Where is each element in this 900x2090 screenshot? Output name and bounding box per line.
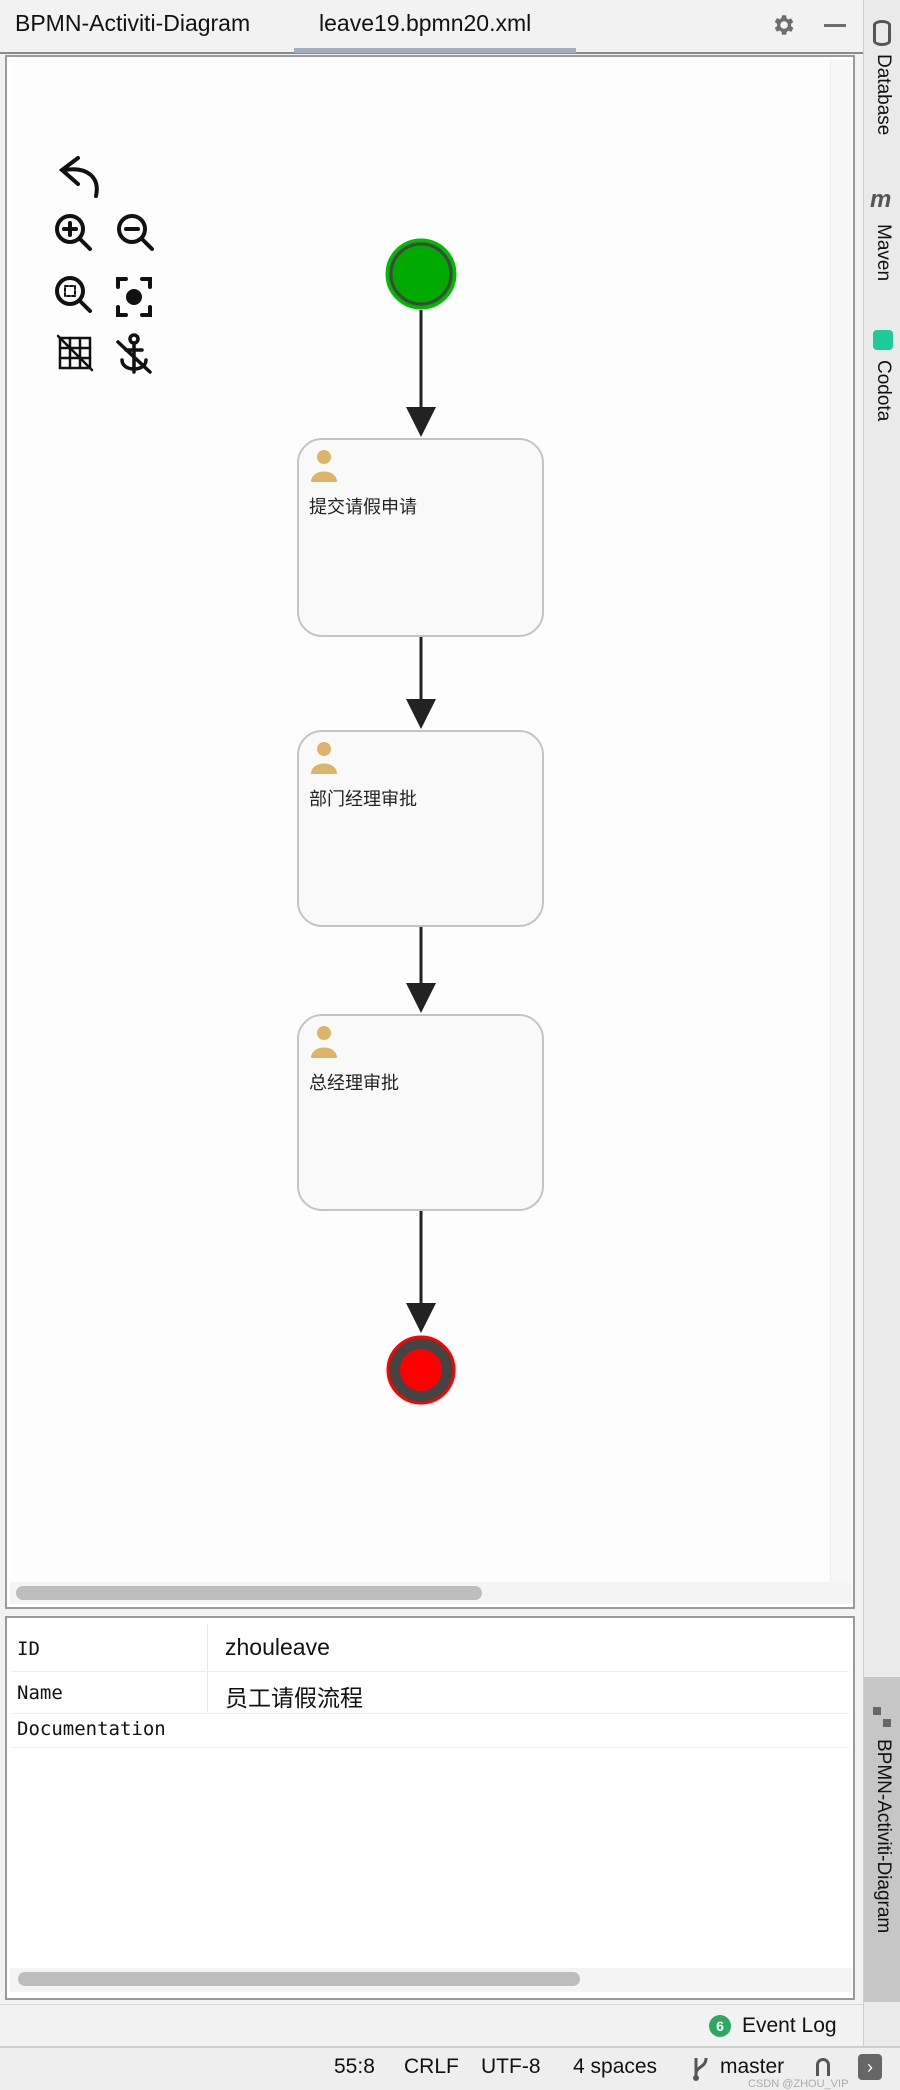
file-encoding[interactable]: UTF-8 bbox=[481, 2055, 541, 2078]
sidebar-item-codota[interactable]: Codota bbox=[873, 360, 894, 422]
property-row-name: Name 员工请假流程 bbox=[11, 1672, 849, 1714]
zoom-out-icon[interactable] bbox=[117, 214, 154, 251]
property-value-id[interactable]: zhouleave bbox=[225, 1634, 330, 1660]
minimize-icon[interactable] bbox=[824, 24, 846, 27]
git-branch-icon bbox=[693, 2057, 708, 2081]
property-value-name[interactable]: 员工请假流程 bbox=[225, 1685, 363, 1711]
tab-leave19-xml[interactable]: leave19.bpmn20.xml bbox=[319, 10, 532, 36]
end-event-core bbox=[400, 1349, 442, 1391]
maven-icon: m bbox=[870, 186, 892, 213]
user-icon bbox=[311, 450, 337, 482]
editor-tab-bar: BPMN-Activiti-Diagram leave19.bpmn20.xml bbox=[0, 0, 863, 54]
grid-off-icon[interactable] bbox=[56, 334, 94, 372]
center-icon[interactable] bbox=[116, 277, 152, 317]
properties-horizontal-scrollbar[interactable] bbox=[10, 1968, 852, 1992]
task-label: 部门经理审批 bbox=[309, 789, 417, 810]
terminal-icon[interactable]: › bbox=[858, 2054, 882, 2080]
vertical-scrollbar[interactable] bbox=[830, 60, 852, 1582]
database-icon bbox=[873, 20, 891, 46]
column-divider bbox=[207, 1624, 208, 1712]
diagram-canvas[interactable]: 提交请假申请 部门经理审批 总经理审批 bbox=[10, 60, 830, 1582]
line-ending[interactable]: CRLF bbox=[404, 2055, 459, 2078]
property-row-id: ID zhouleave bbox=[11, 1624, 849, 1672]
event-count-badge: 6 bbox=[709, 2015, 731, 2037]
scrollbar-thumb[interactable] bbox=[18, 1972, 580, 1986]
sidebar-item-bpmn-diagram[interactable]: BPMN-Activiti-Diagram bbox=[864, 1677, 900, 2002]
horizontal-scrollbar[interactable] bbox=[10, 1582, 852, 1604]
event-log-button[interactable]: Event Log bbox=[742, 2014, 837, 2037]
indent-setting[interactable]: 4 spaces bbox=[573, 2055, 658, 2078]
active-tab-indicator bbox=[294, 48, 576, 53]
tab-bpmn-activiti-diagram[interactable]: BPMN-Activiti-Diagram bbox=[15, 10, 251, 36]
zoom-fit-icon[interactable] bbox=[55, 276, 92, 313]
properties-panel: ID zhouleave Name 员工请假流程 Documentation bbox=[5, 1616, 855, 2000]
user-icon bbox=[311, 742, 337, 774]
property-key: ID bbox=[17, 1638, 40, 1660]
right-tool-strip: Database m Maven Codota BPMN-Activiti-Di… bbox=[863, 0, 900, 2090]
gear-icon[interactable] bbox=[770, 12, 796, 38]
watermark: CSDN @ZHOU_VIP bbox=[748, 2078, 849, 2090]
cursor-position[interactable]: 55:8 bbox=[334, 2055, 375, 2078]
diagram-icon bbox=[873, 1707, 893, 1729]
zoom-in-icon[interactable] bbox=[55, 214, 92, 251]
scrollbar-thumb[interactable] bbox=[16, 1586, 482, 1600]
user-task[interactable]: 部门经理审批 bbox=[297, 730, 544, 927]
bpmn-diagram: 提交请假申请 部门经理审批 总经理审批 bbox=[55, 156, 544, 1405]
user-task[interactable]: 总经理审批 bbox=[297, 1014, 544, 1211]
property-key: Documentation bbox=[17, 1718, 166, 1740]
user-task[interactable]: 提交请假申请 bbox=[297, 438, 544, 637]
event-log-bar: 6 Event Log bbox=[0, 2004, 863, 2046]
user-icon bbox=[311, 1026, 337, 1058]
start-event-ring bbox=[389, 242, 453, 306]
sidebar-item-bpmn-label: BPMN-Activiti-Diagram bbox=[873, 1739, 894, 1934]
diagram-panel: 提交请假申请 部门经理审批 总经理审批 bbox=[5, 55, 855, 1609]
sidebar-item-maven[interactable]: Maven bbox=[873, 224, 894, 282]
git-branch[interactable]: master bbox=[720, 2055, 785, 2078]
status-bar: 55:8 CRLF UTF-8 4 spaces master › CSDN @… bbox=[0, 2046, 900, 2090]
property-key: Name bbox=[17, 1682, 63, 1704]
anchor-icon[interactable] bbox=[116, 333, 152, 374]
undo-icon[interactable] bbox=[58, 156, 99, 198]
codota-icon bbox=[873, 330, 893, 350]
task-label: 总经理审批 bbox=[309, 1073, 399, 1094]
start-event[interactable] bbox=[385, 238, 457, 310]
task-label: 提交请假申请 bbox=[309, 497, 417, 518]
property-row-documentation: Documentation bbox=[11, 1714, 849, 1748]
lock-icon[interactable] bbox=[816, 2058, 830, 2076]
sidebar-item-database[interactable]: Database bbox=[873, 54, 894, 136]
property-value-documentation[interactable] bbox=[225, 1716, 825, 1742]
